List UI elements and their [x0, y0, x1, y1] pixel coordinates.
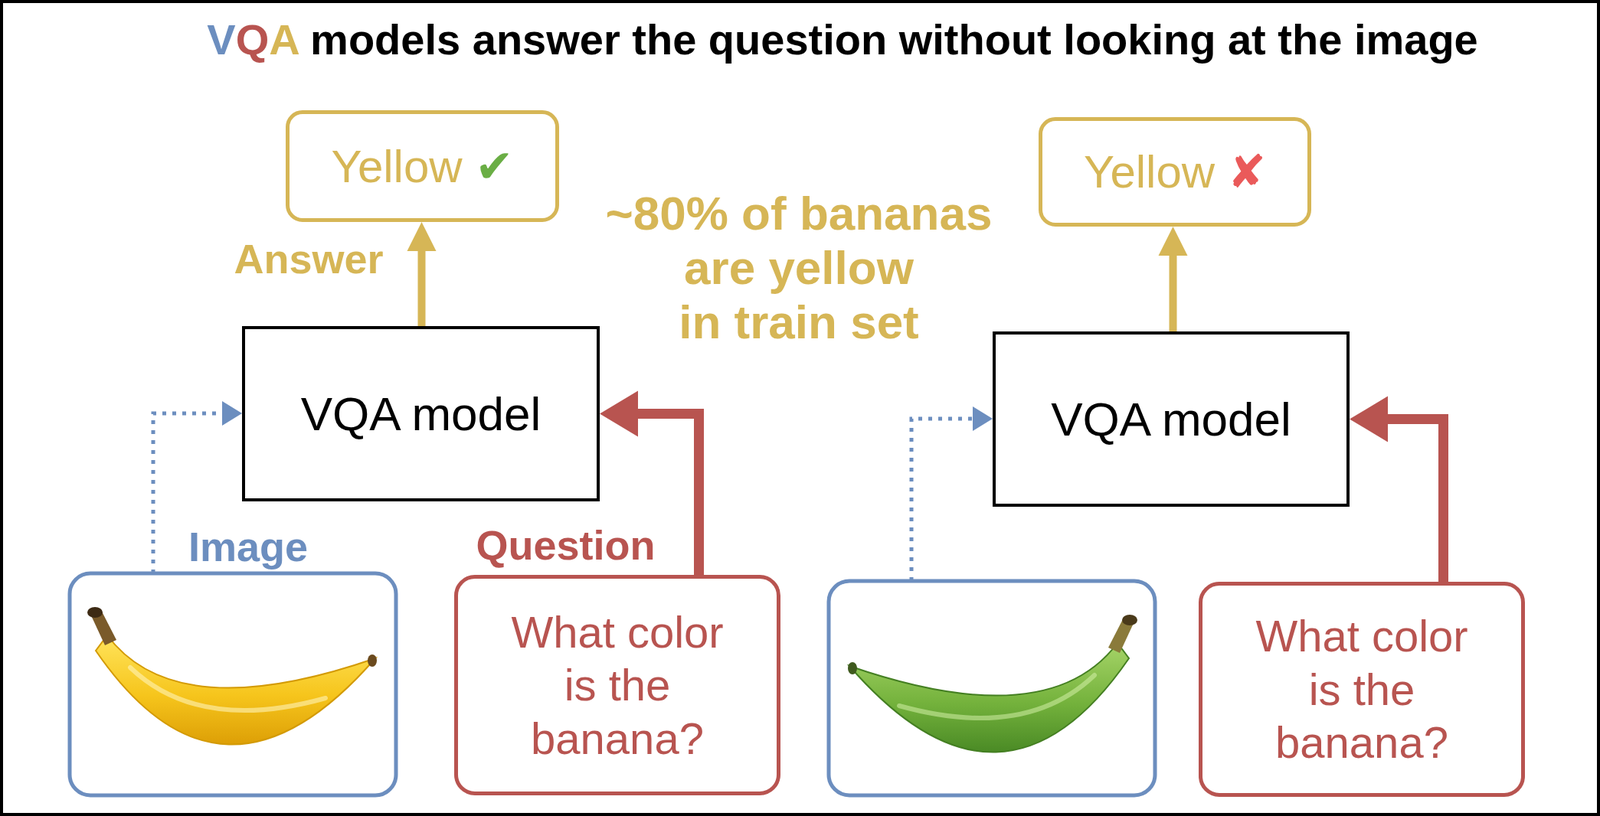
- arrow-head: [1349, 396, 1388, 443]
- arrow-head: [407, 222, 437, 252]
- banana-end: [847, 662, 858, 675]
- model-box: VQA model: [242, 326, 600, 502]
- status-mark: ✔: [474, 139, 514, 194]
- banana-highlight: [899, 675, 1095, 719]
- question-box: What color is the banana?: [1198, 582, 1525, 798]
- connector-line: [1386, 419, 1444, 583]
- banana-body: [849, 643, 1129, 753]
- question-box: What color is the banana?: [454, 575, 781, 796]
- banana-highlight: [130, 667, 326, 711]
- arrow-head: [1158, 226, 1188, 256]
- question-arrow: [1349, 396, 1444, 583]
- answer-box: Yellow ✔: [285, 110, 560, 223]
- image-box: [69, 573, 396, 796]
- answer-arrow: [1158, 226, 1188, 332]
- node-text: VQA model: [301, 386, 542, 442]
- image-input-head: [222, 401, 243, 426]
- title-letter: V: [206, 15, 236, 64]
- title: VQA models answer the question without l…: [206, 13, 1478, 66]
- node-text: Yellow ✘: [1083, 145, 1267, 199]
- model-box: VQA model: [992, 331, 1350, 508]
- input-label: Image: [188, 523, 308, 571]
- yellow-banana: [87, 607, 377, 746]
- statistic-note: ~80% of bananas are yellow in train set: [605, 186, 993, 350]
- node-text: VQA model: [1050, 392, 1292, 447]
- answer-box: Yellow ✘: [1038, 117, 1312, 227]
- title-letter: Q: [235, 15, 270, 64]
- image-input-head: [972, 406, 993, 432]
- banana-stem-tip: [87, 607, 103, 619]
- image-box: [828, 581, 1156, 796]
- banana-end: [367, 654, 377, 668]
- banana-stem-tip: [1122, 615, 1138, 626]
- arrow-head: [599, 391, 639, 438]
- node-text: What color is the banana?: [1255, 609, 1468, 770]
- node-text: What color is the banana?: [510, 605, 724, 766]
- connector-line: [1169, 254, 1178, 332]
- green-banana: [847, 615, 1138, 753]
- banana-body: [95, 635, 376, 746]
- connector-line: [418, 249, 426, 327]
- image-input-line: [911, 418, 975, 582]
- status-mark: ✘: [1227, 144, 1267, 199]
- title-letter: A: [268, 15, 298, 64]
- answer-arrow: [407, 222, 437, 327]
- edge-label: Answer: [233, 235, 383, 283]
- node-text: Yellow ✔: [330, 140, 514, 194]
- edge-label: Question: [475, 521, 655, 570]
